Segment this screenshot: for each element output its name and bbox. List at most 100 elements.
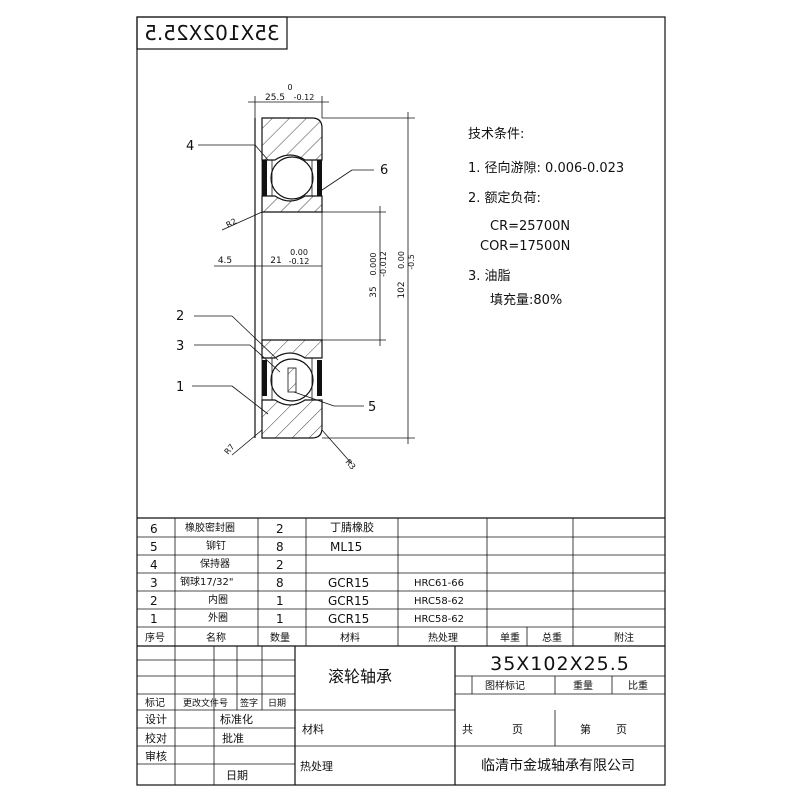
bom-header-heat: 热处理 [428, 631, 458, 644]
bom-header-total-weight: 总重 [542, 631, 562, 644]
bom-header-unit-weight: 单重 [500, 631, 520, 644]
dim-width-tol: -0.12 [294, 93, 315, 102]
tech-item-2: 2. 额定负荷: [468, 191, 541, 206]
bom-heat: HRC58-62 [414, 614, 464, 625]
bom-qty: 2 [276, 558, 284, 572]
bom-no: 3 [150, 576, 158, 590]
tech-cor: COR=17500N [480, 239, 570, 254]
dim-bore-main: 21 [270, 256, 281, 266]
label-sheet: 第 [580, 722, 591, 736]
outer-ring-top [261, 117, 323, 161]
seal-bottom-left [262, 360, 267, 396]
bom-material: ML15 [330, 540, 362, 554]
label-standard: 标准化 [220, 712, 253, 726]
tech-item-3: 3. 油脂 [468, 269, 511, 284]
rivet [287, 367, 297, 393]
tech-item-1: 1. 径向游隙: 0.006-0.023 [468, 160, 624, 176]
label-total: 共 [462, 723, 473, 736]
callout-6: 6 [380, 163, 388, 178]
bom-row: 4 保持器 2 [150, 557, 284, 572]
label-drawing-mark: 图样标记 [485, 679, 525, 692]
inner-ring-top [261, 195, 323, 213]
bearing-section [254, 117, 323, 439]
callouts: 4 6 2 3 1 5 [176, 139, 388, 415]
label-heat-treatment: 热处理 [300, 760, 333, 773]
bom-heat: HRC58-62 [414, 596, 464, 607]
dim-inner-d: 35 [369, 286, 379, 297]
dim-outer-tol-lower: -0.5 [407, 254, 416, 270]
bom-name: 橡胶密封圈 [185, 521, 235, 534]
bom-name: 内圈 [208, 593, 228, 606]
bom-header-note: 附注 [614, 631, 634, 644]
bom-row: 3 钢球17/32" 8 GCR15 HRC61-66 [150, 575, 464, 590]
callout-4: 4 [186, 139, 194, 154]
callout-1: 1 [176, 380, 184, 395]
radius-r7: R7 [223, 442, 237, 456]
tech-cr: CR=25700N [490, 219, 570, 234]
title-box-text: 35X102X25.5 [144, 21, 280, 45]
bom-name: 保持器 [200, 557, 230, 570]
seal-top-left [262, 160, 267, 196]
bom-header: 序号 名称 数量 材料 热处理 单重 总重 附注 [145, 631, 634, 644]
inner-ring-bottom [261, 339, 323, 359]
label-review: 审核 [145, 749, 167, 763]
dim-inner-tol-lower: -0.012 [379, 251, 388, 277]
ball-top [270, 156, 314, 200]
bom-row: 5 铆钉 8 ML15 [150, 539, 362, 554]
bom-qty: 8 [276, 540, 284, 554]
label-material: 材料 [302, 722, 324, 736]
seal-bottom-right [317, 360, 322, 396]
bom-material: GCR15 [328, 576, 369, 590]
dim-outer-tol-upper: 0.00 [397, 251, 406, 269]
bom-name: 外圈 [208, 612, 228, 624]
technical-notes: 技术条件: 1. 径向游隙: 0.006-0.023 2. 额定负荷: CR=2… [468, 126, 624, 308]
bom-material: 丁腈橡胶 [330, 520, 374, 534]
label-total-page: 页 [512, 723, 523, 736]
dim-outer-d: 102 [397, 281, 407, 298]
bom-no: 6 [150, 522, 158, 536]
drawing-frame [136, 16, 666, 786]
tech-heading: 技术条件: [468, 126, 524, 142]
label-document: 更改文件号 [183, 697, 228, 709]
bom-table: 6 橡胶密封圈 2 丁腈橡胶 5 铆钉 8 ML15 4 保持器 2 3 钢球1… [137, 517, 665, 647]
seal-top-right [317, 160, 322, 196]
label-sheet-page: 页 [616, 723, 627, 736]
bom-header-qty: 数量 [270, 631, 290, 644]
dim-width-top: 0 [287, 83, 292, 92]
company-name: 临清市金城轴承有限公司 [481, 757, 635, 774]
bom-material: GCR15 [328, 612, 369, 626]
bom-qty: 1 [276, 594, 284, 608]
label-design: 设计 [145, 713, 167, 726]
bom-no: 4 [150, 558, 158, 572]
outer-ring-bottom [261, 399, 323, 439]
label-weight: 重量 [573, 679, 593, 692]
part-name: 滚轮轴承 [328, 667, 392, 686]
dim-offset: 4.5 [218, 256, 232, 266]
bom-no: 2 [150, 594, 158, 608]
tech-fill: 填充量:80% [490, 292, 562, 308]
label-revision: 标记 [145, 697, 165, 709]
dimensions: 0 25.5 -0.12 102 0.00 -0.5 35 0.000 -0.0… [214, 83, 416, 471]
radius-r3: R3 [343, 458, 357, 472]
dim-bore-tol-upper: 0.00 [290, 248, 308, 257]
callout-2: 2 [176, 309, 184, 324]
callout-5: 5 [368, 400, 376, 415]
dim-width-main: 25.5 [265, 93, 285, 103]
bom-row: 1 外圈 1 GCR15 HRC58-62 [150, 612, 464, 626]
bom-header-no: 序号 [145, 631, 165, 644]
label-date: 日期 [268, 698, 286, 709]
bom-header-name: 名称 [206, 631, 226, 644]
bom-qty: 8 [276, 576, 284, 590]
bom-row: 2 内圈 1 GCR15 HRC58-62 [150, 593, 464, 608]
callout-3: 3 [176, 339, 184, 354]
dim-inner-tol-upper: 0.000 [369, 253, 378, 276]
bom-heat: HRC61-66 [414, 578, 464, 589]
bom-header-material: 材料 [340, 631, 360, 644]
label-check: 校对 [145, 731, 167, 745]
label-date-2: 日期 [226, 769, 248, 782]
bom-name: 铆钉 [206, 539, 226, 552]
label-approve: 批准 [222, 731, 244, 745]
drawing-number: 35X102X25.5 [490, 653, 630, 675]
dim-bore-tol-lower: -0.12 [289, 257, 310, 266]
